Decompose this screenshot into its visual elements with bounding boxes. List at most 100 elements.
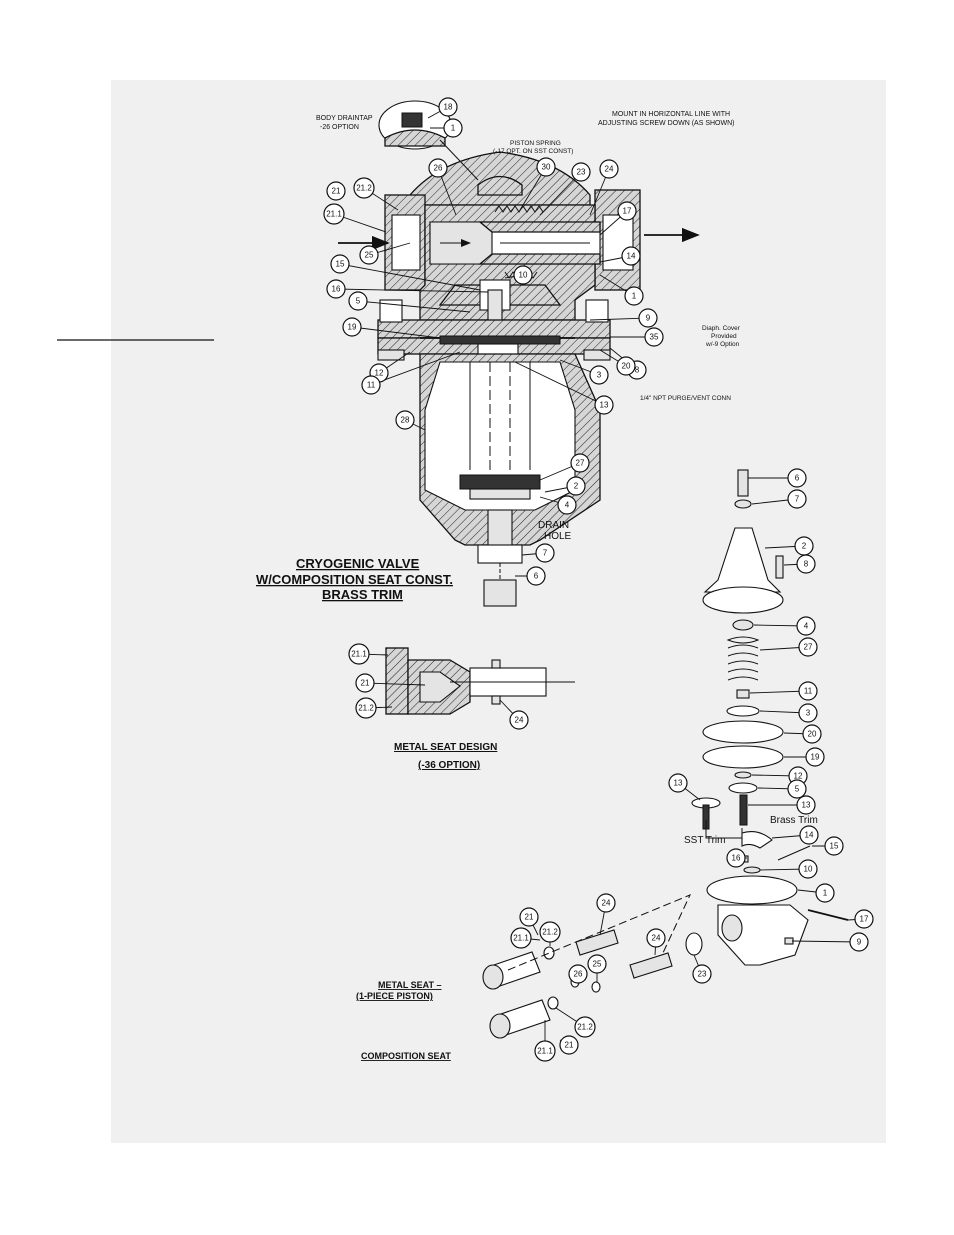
callout-exploded-26: 26 — [568, 964, 588, 984]
callout-exploded-7: 7 — [787, 489, 807, 509]
piston-spring-note-2: (-17 OPT. ON SST CONST) — [493, 148, 573, 155]
callout-section-21-2: 21.2 — [353, 177, 375, 199]
svg-text:14: 14 — [627, 252, 636, 261]
svg-text:27: 27 — [804, 643, 813, 652]
svg-text:21: 21 — [565, 1041, 574, 1050]
svg-text:24: 24 — [602, 899, 611, 908]
svg-text:26: 26 — [434, 164, 443, 173]
svg-text:16: 16 — [732, 854, 741, 863]
svg-text:18: 18 — [444, 103, 453, 112]
svg-text:25: 25 — [365, 251, 374, 260]
brass-trim-label: Brass Trim — [770, 815, 818, 826]
svg-text:19: 19 — [348, 323, 357, 332]
callout-section-19: 19 — [342, 317, 362, 337]
callout-exploded-8: 8 — [796, 554, 816, 574]
callout-exploded-5: 5 — [787, 779, 807, 799]
cryogenic-title-3: BRASS TRIM — [322, 587, 403, 602]
callout-exploded-24: 24 — [596, 893, 616, 913]
callout-metal_seat_design-21-2: 21.2 — [355, 697, 377, 719]
svg-text:26: 26 — [574, 970, 583, 979]
callout-section-11: 11 — [361, 375, 381, 395]
svg-text:10: 10 — [519, 271, 528, 280]
svg-text:1: 1 — [823, 889, 828, 898]
svg-text:21: 21 — [332, 187, 341, 196]
svg-text:15: 15 — [336, 260, 345, 269]
svg-text:24: 24 — [515, 716, 524, 725]
svg-text:21: 21 — [361, 679, 370, 688]
callout-section-23: 23 — [571, 162, 591, 182]
metal-seat-design-option: (-36 OPTION) — [418, 760, 480, 771]
callout-exploded-21-2: 21.2 — [574, 1016, 596, 1038]
callout-section-25: 25 — [359, 245, 379, 265]
svg-text:13: 13 — [802, 801, 811, 810]
svg-text:23: 23 — [698, 970, 707, 979]
svg-text:21.1: 21.1 — [326, 210, 342, 219]
svg-text:7: 7 — [543, 549, 548, 558]
svg-text:8: 8 — [635, 366, 640, 375]
svg-text:11: 11 — [804, 687, 813, 696]
callout-exploded-16: 16 — [726, 848, 746, 868]
body-draintap-note-1: BODY DRAINTAP — [316, 115, 373, 122]
leader-line — [364, 682, 426, 686]
svg-text:13: 13 — [600, 401, 609, 410]
callout-exploded-24: 24 — [646, 928, 666, 948]
svg-text:19: 19 — [811, 753, 820, 762]
svg-text:21.2: 21.2 — [577, 1023, 593, 1032]
callout-section-27: 27 — [570, 453, 590, 473]
svg-text:21: 21 — [525, 913, 534, 922]
diaph-cover-note-2: Provided — [711, 333, 737, 340]
callout-section-26: 26 — [428, 158, 448, 178]
svg-text:35: 35 — [650, 333, 659, 342]
svg-text:6: 6 — [795, 474, 800, 483]
callout-draintap-18: 18 — [438, 97, 458, 117]
svg-text:21.2: 21.2 — [356, 184, 372, 193]
callout-exploded-20: 20 — [802, 724, 822, 744]
svg-text:16: 16 — [332, 285, 341, 294]
callout-section-21-1: 21.1 — [323, 203, 345, 225]
callout-section-30: 30 — [536, 157, 556, 177]
piston-spring-note-1: PISTON SPRING — [510, 140, 561, 147]
diaph-cover-note-1: Diaph. Cover — [702, 325, 741, 332]
svg-text:12: 12 — [794, 772, 803, 781]
svg-text:24: 24 — [605, 165, 614, 174]
svg-text:21.1: 21.1 — [537, 1047, 553, 1056]
callout-draintap-1: 1 — [443, 118, 463, 138]
metal-seat-title: METAL SEAT – — [378, 980, 442, 990]
callout-exploded-1: 1 — [815, 883, 835, 903]
leader-line — [514, 361, 605, 406]
svg-text:17: 17 — [623, 207, 632, 216]
callout-exploded-21-2: 21.2 — [539, 921, 561, 943]
callout-section-17: 17 — [617, 201, 637, 221]
svg-text:12: 12 — [375, 369, 384, 378]
metal-seat-design-view — [385, 647, 575, 715]
callout-exploded-3: 3 — [798, 703, 818, 723]
callout-section-16: 16 — [326, 279, 346, 299]
callout-exploded-21: 21 — [519, 907, 539, 927]
leader-line — [339, 263, 481, 291]
svg-text:2: 2 — [574, 482, 579, 491]
svg-text:24: 24 — [652, 934, 661, 943]
svg-text:1: 1 — [632, 292, 637, 301]
callout-section-2: 2 — [566, 476, 586, 496]
callout-section-4: 4 — [557, 495, 577, 515]
leader-line — [357, 300, 471, 313]
callout-section-15: 15 — [330, 254, 350, 274]
svg-text:9: 9 — [857, 938, 862, 947]
callout-exploded-11: 11 — [798, 681, 818, 701]
svg-text:7: 7 — [795, 495, 800, 504]
cryogenic-title-2: W/COMPOSITION SEAT CONST. — [256, 572, 453, 587]
callout-section-7: 7 — [535, 543, 555, 563]
svg-text:3: 3 — [597, 371, 602, 380]
callout-section-35: 35 — [644, 327, 664, 347]
leader-line — [791, 940, 860, 943]
drain-hole-note-1: DRAIN — [538, 520, 569, 531]
callout-section-24: 24 — [599, 159, 619, 179]
cryogenic-title-1: CRYOGENIC VALVE — [296, 556, 420, 571]
callout-exploded-25: 25 — [587, 954, 607, 974]
callout-exploded-6: 6 — [787, 468, 807, 488]
svg-text:4: 4 — [804, 622, 809, 631]
purge-vent-note: 1/4" NPT PURGE/VENT CONN — [640, 395, 731, 402]
callout-exploded-27: 27 — [798, 637, 818, 657]
